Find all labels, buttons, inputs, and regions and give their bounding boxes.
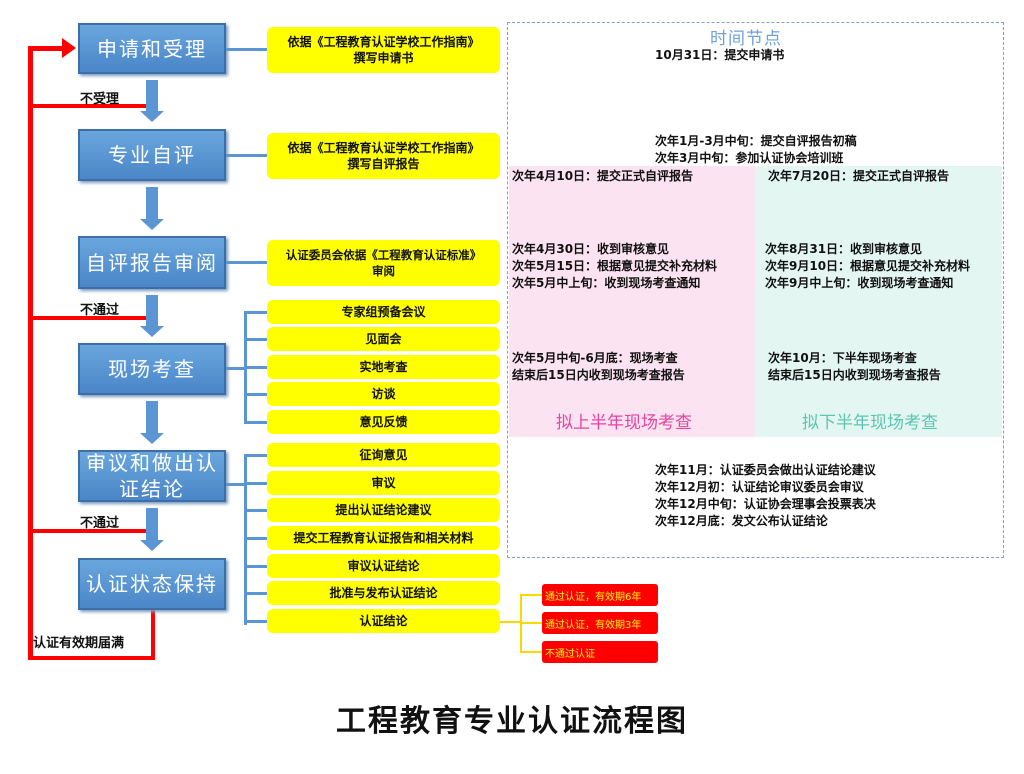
basis-apply: 依据《工程教育认证学校工作指南》撰写申请书 [267, 27, 500, 73]
basis-text: 依据《工程教育认证学校工作指南》 [287, 141, 480, 155]
label-not-accepted: 不受理 [80, 92, 120, 107]
first-half-review: 次年5月15日：根据意见提交补充材料 [512, 259, 718, 273]
timeline-self-eval: 次年1月-3月中旬：提交自评报告初稿 [655, 134, 857, 148]
label-not-passed: 不通过 [80, 516, 120, 531]
conclusion-item: 批准与发布认证结论 [267, 581, 500, 605]
step-site-visit: 现场考查 [78, 343, 226, 395]
step-conclusion: 审议和做出认证结论 [78, 450, 226, 502]
connector-tick [244, 482, 267, 485]
step-status-maintenance: 认证状态保持 [78, 558, 226, 610]
site-visit-item: 访谈 [267, 382, 500, 406]
conclusion-item: 征询意见 [267, 443, 500, 467]
connector-tick [244, 509, 267, 512]
timeline-conclusion: 次年12月初：认证结论审议委员会审议 [655, 480, 864, 494]
connector-tick [244, 537, 267, 540]
label-expired: 认证有效期届满 [33, 636, 125, 651]
second-half-submit: 次年7月20日：提交正式自评报告 [768, 169, 950, 183]
site-visit-item: 见面会 [267, 327, 500, 351]
site-visit-item: 专家组预备会议 [267, 300, 500, 324]
loop-branch-expired-vertical [151, 610, 155, 660]
conclusion-item: 提出认证结论建议 [267, 498, 500, 522]
connector-tick [244, 311, 267, 314]
arrow-down-icon [140, 187, 164, 230]
basis-text: 撰写自评报告 [347, 157, 420, 171]
outcome-pass-3-years: 通过认证，有效期3年 [542, 612, 658, 634]
outcome-fail: 不通过认证 [542, 641, 658, 663]
first-half-submit: 次年4月10日：提交正式自评报告 [512, 169, 694, 183]
second-half-review: 次年9月中上旬：收到现场考查通知 [765, 276, 954, 290]
feedback-arrow-line [28, 46, 64, 51]
connector [226, 367, 246, 370]
conclusion-item: 认证结论 [267, 609, 500, 633]
second-half-review: 次年8月31日：收到审核意见 [765, 242, 923, 256]
connector-tick [244, 338, 267, 341]
conclusion-item: 审议认证结论 [267, 554, 500, 578]
outcome-tick [520, 594, 542, 596]
step-self-evaluation: 专业自评 [78, 129, 226, 181]
timeline-conclusion: 次年11月：认证委员会做出认证结论建议 [655, 463, 876, 477]
outcome-tick [520, 622, 542, 624]
basis-report-review: 认证委员会依据《工程教育认证标准》审阅 [267, 240, 500, 286]
outcome-bracket [500, 621, 521, 623]
second-half-region [755, 166, 1002, 437]
first-half-review: 次年4月30日：收到审核意见 [512, 242, 670, 256]
first-half-visit: 结束后15日内收到现场考查报告 [512, 368, 685, 382]
step-report-review: 自评报告审阅 [78, 236, 226, 289]
label-not-passed: 不通过 [80, 303, 120, 318]
second-half-review: 次年9月10日：根据意见提交补充材料 [765, 259, 971, 273]
outcome-tick [520, 651, 542, 653]
arrow-down-icon [140, 295, 164, 337]
second-half-visit: 次年10月：下半年现场考查 [768, 351, 917, 365]
connector-tick [244, 454, 267, 457]
feedback-loop-line [28, 46, 33, 660]
first-half-region [509, 166, 755, 437]
connector-tick [244, 592, 267, 595]
basis-text: 撰写申请书 [353, 51, 414, 65]
connector [226, 48, 267, 51]
timeline-conclusion: 次年12月中旬：认证协会理事会投票表决 [655, 497, 876, 511]
site-visit-item: 实地考查 [267, 355, 500, 379]
basis-text: 审阅 [372, 264, 395, 278]
timeline-panel [507, 22, 1004, 558]
connector-tick [244, 366, 267, 369]
feedback-arrow-head [62, 38, 76, 58]
connector [226, 261, 267, 264]
basis-text: 认证委员会依据《工程教育认证标准》 [285, 248, 482, 262]
arrow-down-icon [140, 508, 164, 551]
basis-text: 依据《工程教育认证学校工作指南》 [287, 35, 480, 49]
outcome-pass-6-years: 通过认证，有效期6年 [542, 584, 658, 606]
timeline-conclusion: 次年12月底：发文公布认证结论 [655, 514, 828, 528]
page-title: 工程教育专业认证流程图 [336, 704, 688, 739]
loop-branch-not-accepted [28, 104, 146, 108]
connector-tick [244, 421, 267, 424]
loop-branch-not-passed-1 [28, 316, 146, 320]
arrow-down-icon [140, 401, 164, 444]
basis-self-evaluation: 依据《工程教育认证学校工作指南》撰写自评报告 [267, 133, 500, 179]
connector [226, 483, 246, 486]
step-apply: 申请和受理 [78, 23, 226, 74]
first-half-visit: 次年5月中旬-6月底：现场考查 [512, 351, 678, 365]
second-half-label: 拟下半年现场考查 [802, 413, 938, 433]
loop-branch-expired [28, 656, 155, 660]
connector [226, 154, 267, 157]
connector-tick [244, 620, 267, 623]
site-visit-item: 意见反馈 [267, 410, 500, 434]
connector-tick [244, 565, 267, 568]
timeline-apply: 10月31日：提交申请书 [655, 48, 785, 62]
timeline-self-eval: 次年3月中旬：参加认证协会培训班 [655, 151, 844, 165]
loop-branch-not-passed-2 [28, 529, 146, 533]
first-half-review: 次年5月中上旬：收到现场考查通知 [512, 276, 701, 290]
timeline-title: 时间节点 [710, 29, 782, 49]
connector-tick [244, 393, 267, 396]
conclusion-item: 审议 [267, 471, 500, 495]
first-half-label: 拟上半年现场考查 [556, 413, 692, 433]
second-half-visit: 结束后15日内收到现场考查报告 [768, 368, 941, 382]
conclusion-item: 提交工程教育认证报告和相关材料 [267, 526, 500, 550]
arrow-down-icon [140, 80, 164, 122]
